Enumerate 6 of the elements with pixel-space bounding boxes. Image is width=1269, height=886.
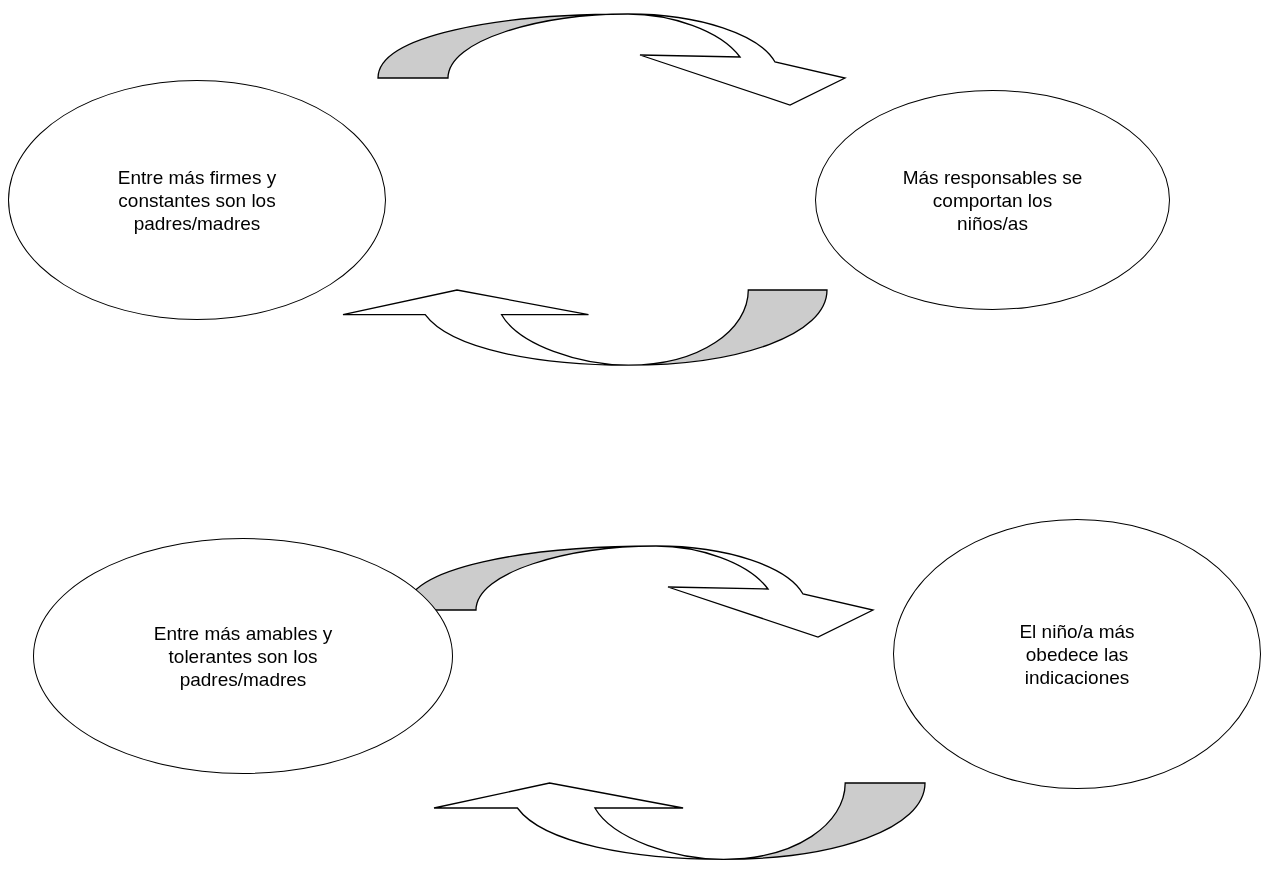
curved-block-arrow xyxy=(342,289,828,366)
node-text: El niño/a más obedece las indicaciones xyxy=(1018,619,1136,689)
node-text: Más responsables se comportan los niños/as xyxy=(901,165,1084,235)
curved-block-arrow xyxy=(433,782,926,860)
node-text: Entre más amables y tolerantes son los padres/madres xyxy=(152,621,334,691)
node-text: Entre más firmes y constantes son los padres/madres xyxy=(116,165,278,235)
